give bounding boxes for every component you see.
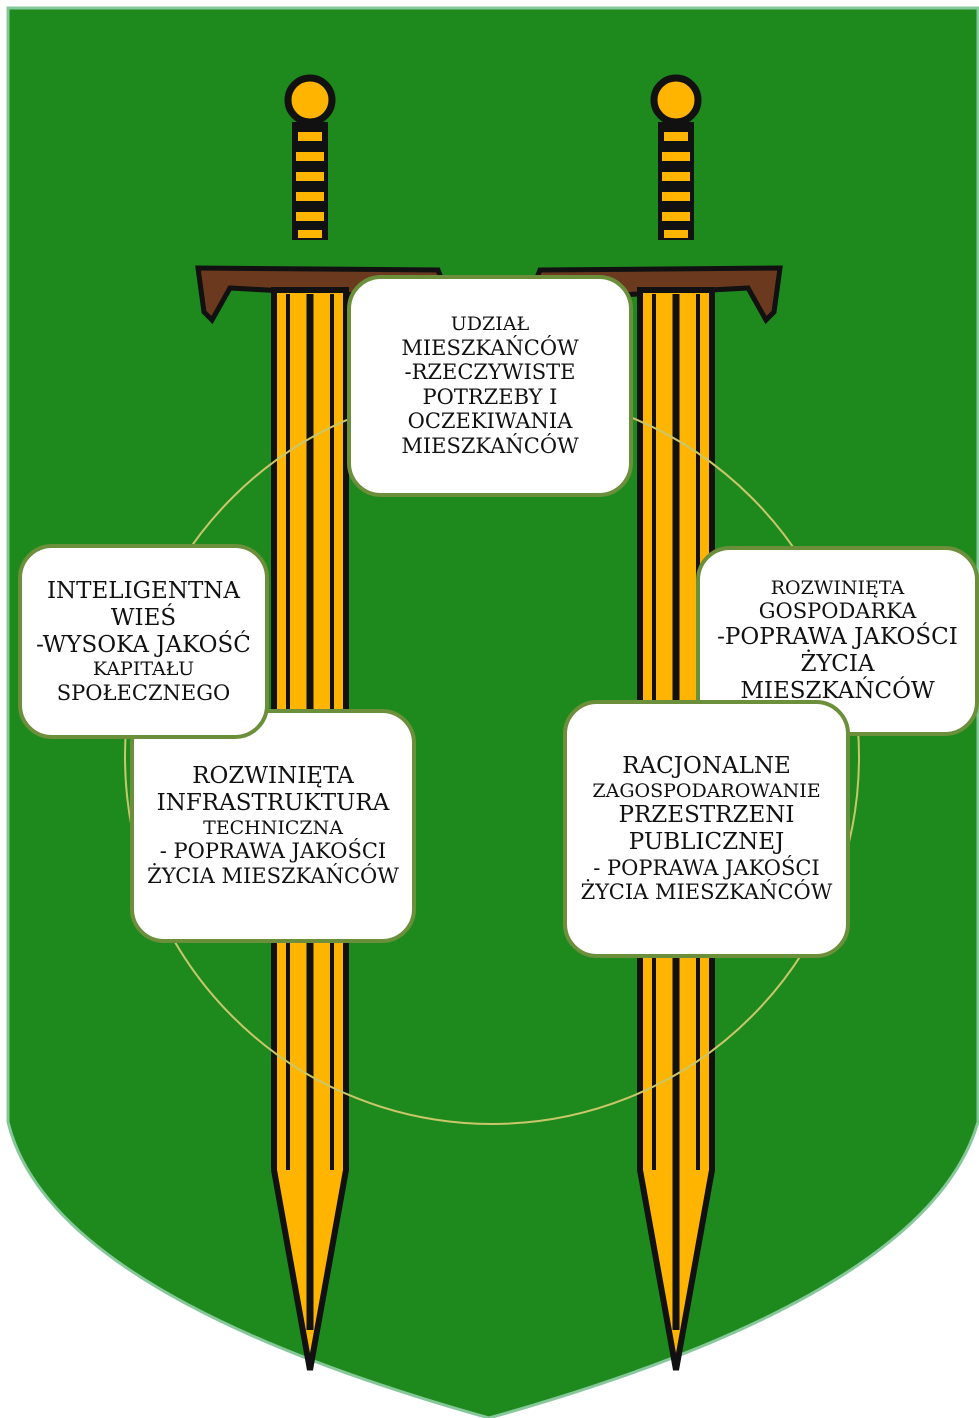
node-bottom-left-line-1: ROZWINIĘTA	[192, 763, 354, 790]
node-bottom-left-line-4: - POPRAWA JAKOŚCI	[160, 839, 386, 864]
node-left-line-4: KAPITAŁU	[93, 658, 194, 680]
node-bottom-right-line-6: ŻYCIA MIESZKAŃCÓW	[581, 880, 833, 905]
node-left-line-5: SPOŁECZNEGO	[57, 681, 230, 706]
node-top: UDZIAŁ MIESZKAŃCÓW -RZECZYWISTE POTRZEBY…	[347, 275, 633, 497]
node-right-line-4: ŻYCIA	[800, 651, 874, 678]
node-right-line-1: ROZWINIĘTA	[771, 577, 904, 599]
node-left-line-1: INTELIGENTNA	[47, 578, 240, 605]
node-top-line-5: OCZEKIWANIA	[408, 409, 573, 434]
node-bottom-left-line-5: ŻYCIA MIESZKAŃCÓW	[147, 864, 399, 889]
node-bottom-right-line-1: RACJONALNE	[622, 753, 791, 780]
node-bottom-right-line-4: PUBLICZNEJ	[629, 829, 784, 856]
node-left-line-2: WIEŚ	[111, 605, 176, 632]
node-bottom-right: RACJONALNE ZAGOSPODAROWANIE PRZESTRZENI …	[563, 700, 850, 958]
node-bottom-left-line-2: INFRASTRUKTURA	[157, 790, 390, 817]
node-top-line-6: MIESZKAŃCÓW	[401, 434, 578, 459]
node-top-line-1: UDZIAŁ	[451, 313, 529, 335]
node-top-line-4: POTRZEBY I	[423, 385, 558, 410]
node-bottom-right-line-3: PRZESTRZENI	[619, 802, 795, 829]
node-right-line-2: GOSPODARKA	[759, 599, 917, 624]
node-bottom-left: ROZWINIĘTA INFRASTRUKTURA TECHNICZNA - P…	[130, 709, 416, 943]
node-left: INTELIGENTNA WIEŚ -WYSOKA JAKOŚĆ KAPITAŁ…	[18, 544, 269, 739]
node-top-line-2: MIESZKAŃCÓW	[401, 336, 578, 361]
node-left-line-3: -WYSOKA JAKOŚĆ	[36, 632, 251, 659]
node-bottom-left-line-3: TECHNICZNA	[203, 817, 343, 839]
node-right-line-3: -POPRAWA JAKOŚCI	[717, 624, 958, 651]
node-top-line-3: -RZECZYWISTE	[405, 360, 576, 385]
node-bottom-right-line-2: ZAGOSPODAROWANIE	[592, 780, 820, 802]
node-bottom-right-line-5: - POPRAWA JAKOŚCI	[593, 856, 819, 881]
